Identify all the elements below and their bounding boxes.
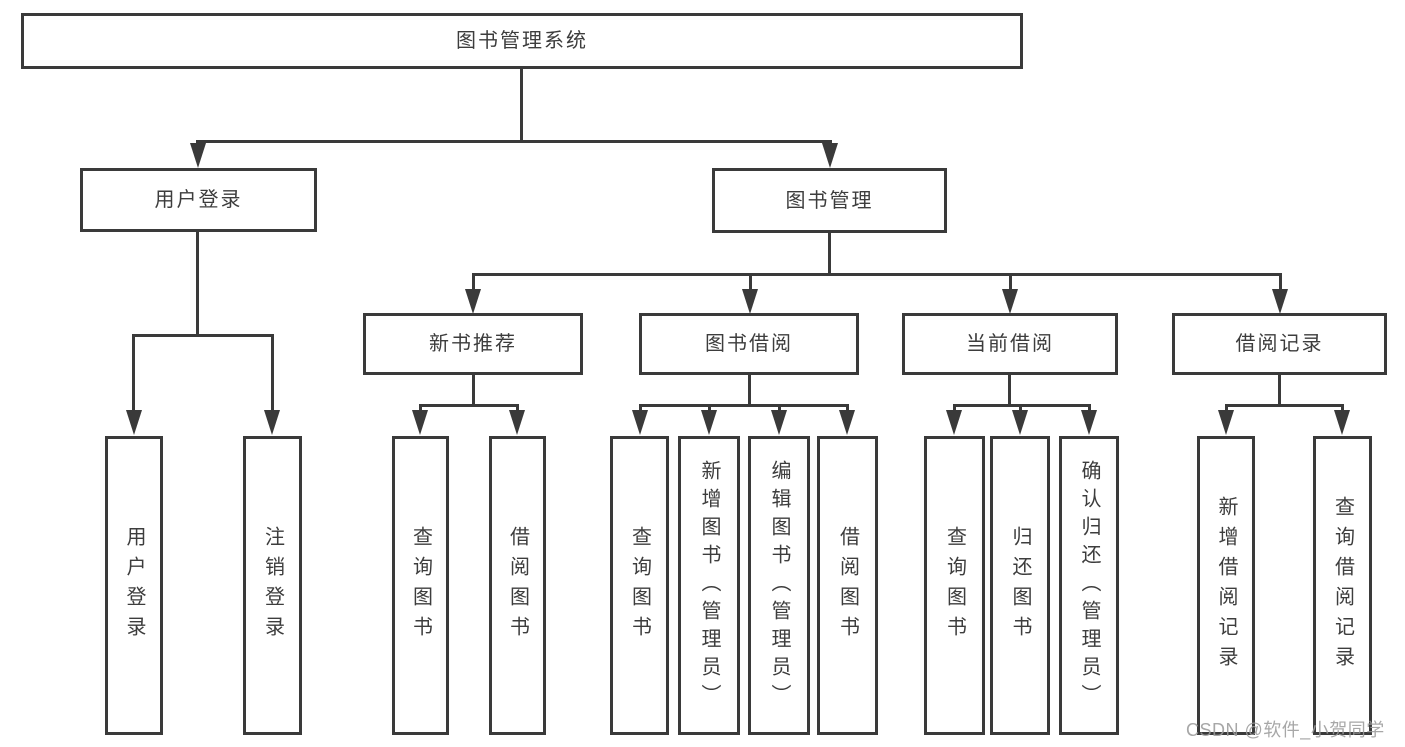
- arrowhead-down-icon: [1272, 289, 1288, 314]
- arrowhead-down-icon: [1002, 289, 1018, 314]
- connector-root-branch: [196, 140, 832, 143]
- connector-line: [1009, 273, 1012, 291]
- leaf-confirm-return-admin: 确认归还（管理员）: [1059, 436, 1119, 735]
- leaf-query-books-current: 查询图书: [924, 436, 985, 735]
- leaf-add-books-admin: 新增图书（管理员）: [678, 436, 740, 735]
- connector-line: [1225, 404, 1228, 413]
- arrowhead-down-icon: [771, 410, 787, 435]
- connector-borrowrecords-stem: [1278, 375, 1281, 407]
- connector-userlogin-branch: [133, 334, 274, 337]
- arrowhead-down-icon: [701, 410, 717, 435]
- connector-bookborrow-branch: [639, 404, 848, 407]
- connector-line: [472, 273, 475, 291]
- arrowhead-down-icon: [412, 410, 428, 435]
- connector-line: [708, 404, 711, 413]
- connector-bookborrow-stem: [748, 375, 751, 407]
- connector-line: [778, 404, 781, 413]
- arrowhead-down-icon: [839, 410, 855, 435]
- leaf-query-borrow-record: 查询借阅记录: [1313, 436, 1372, 735]
- connector-root-stem: [520, 68, 523, 143]
- arrowhead-down-icon: [632, 410, 648, 435]
- connector-line: [1019, 404, 1022, 413]
- arrowhead-down-icon: [742, 289, 758, 314]
- leaf-return-books: 归还图书: [990, 436, 1050, 735]
- arrowhead-down-icon: [126, 410, 142, 435]
- leaf-query-books-borrow: 查询图书: [610, 436, 669, 735]
- leaf-add-borrow-record: 新增借阅记录: [1197, 436, 1255, 735]
- connector-line: [132, 334, 135, 412]
- node-user-login: 用户登录: [80, 168, 317, 232]
- connector-bookmgmt-stem: [828, 233, 831, 276]
- leaf-query-books-recommend: 查询图书: [392, 436, 449, 735]
- connector-line: [749, 273, 752, 291]
- connector-line: [1341, 404, 1344, 413]
- node-library-management-system: 图书管理系统: [21, 13, 1023, 69]
- connector-borrowrecords-branch: [1225, 404, 1343, 407]
- arrowhead-down-icon: [509, 410, 525, 435]
- connector-line: [953, 404, 956, 413]
- arrowhead-down-icon: [946, 410, 962, 435]
- leaf-edit-books-admin: 编辑图书（管理员）: [748, 436, 810, 735]
- leaf-borrow-books-recommend: 借阅图书: [489, 436, 546, 735]
- connector-newbook-stem: [472, 375, 475, 407]
- node-current-borrow: 当前借阅: [902, 313, 1118, 375]
- leaf-user-login: 用户登录: [105, 436, 163, 735]
- connector-line: [419, 404, 422, 413]
- arrowhead-down-icon: [1081, 410, 1097, 435]
- connector-line: [639, 404, 642, 413]
- arrowhead-down-icon: [1012, 410, 1028, 435]
- arrowhead-down-icon: [465, 289, 481, 314]
- arrowhead-down-icon: [822, 143, 838, 168]
- node-new-book-recommend: 新书推荐: [363, 313, 583, 375]
- leaf-logout-login: 注销登录: [243, 436, 302, 735]
- connector-line: [516, 404, 519, 413]
- connector-bookmgmt-branch: [472, 273, 1282, 276]
- connector-userlogin-stem: [196, 232, 199, 337]
- connector-line: [846, 404, 849, 413]
- arrowhead-down-icon: [190, 143, 206, 168]
- node-borrow-records: 借阅记录: [1172, 313, 1387, 375]
- arrowhead-down-icon: [1334, 410, 1350, 435]
- csdn-watermark: CSDN @软件_小贺同学: [1186, 720, 1385, 740]
- node-book-borrow: 图书借阅: [639, 313, 859, 375]
- connector-line: [271, 334, 274, 412]
- arrowhead-down-icon: [1218, 410, 1234, 435]
- connector-line: [1279, 273, 1282, 291]
- arrowhead-down-icon: [264, 410, 280, 435]
- connector-line: [1088, 404, 1091, 413]
- node-book-management: 图书管理: [712, 168, 947, 233]
- connector-newbook-branch: [419, 404, 519, 407]
- leaf-borrow-books: 借阅图书: [817, 436, 878, 735]
- connector-currentborrow-stem: [1008, 375, 1011, 407]
